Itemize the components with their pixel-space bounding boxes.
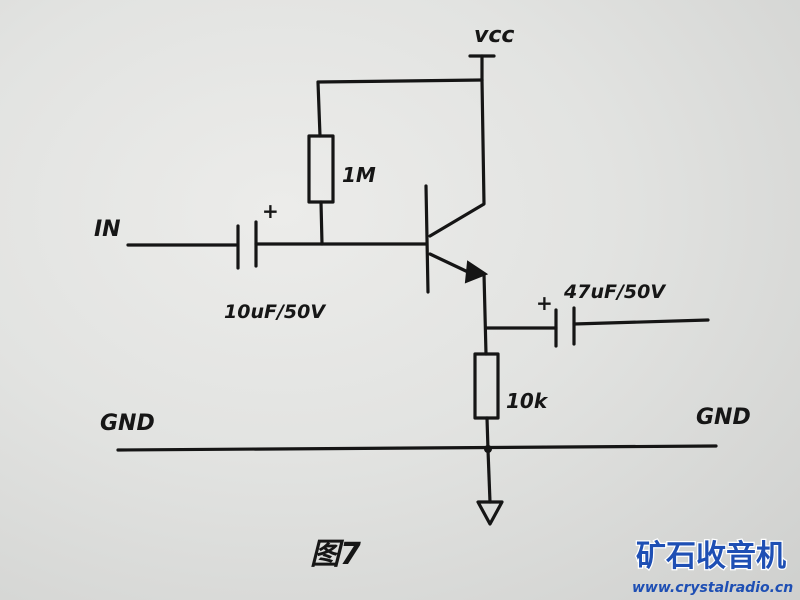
vcc-rail-wire bbox=[316, 78, 484, 138]
gnd-label-left: GND bbox=[100, 411, 155, 436]
site-watermark: 矿石收音机 www.crystalradio.cn bbox=[632, 538, 793, 596]
bias-resistor-label: 1M bbox=[342, 163, 376, 187]
figure-caption: 图7 bbox=[310, 537, 361, 572]
output-wire bbox=[572, 318, 710, 326]
emitter-wire bbox=[482, 272, 488, 356]
vcc-label: vcc bbox=[474, 23, 514, 48]
output-capacitor-label: 47uF/50V bbox=[563, 281, 666, 303]
watermark-url: www.crystalradio.cn bbox=[632, 580, 793, 596]
emitter-resistor-label: 10k bbox=[506, 389, 549, 413]
ground-symbol-icon bbox=[476, 500, 504, 526]
npn-transistor bbox=[424, 184, 489, 294]
input-capacitor-label: 10uF/50V bbox=[224, 301, 326, 323]
input-capacitor-10uf bbox=[236, 220, 258, 270]
ground-rail bbox=[116, 444, 718, 452]
vcc-terminal bbox=[468, 54, 496, 82]
input-cap-plus-sign: + bbox=[262, 199, 279, 223]
input-label: IN bbox=[94, 217, 121, 242]
collector-wire bbox=[428, 78, 486, 238]
ground-symbol-stem bbox=[486, 448, 492, 504]
gnd-label-right: GND bbox=[696, 405, 751, 430]
watermark-title: 矿石收音机 bbox=[636, 539, 786, 574]
emitter-resistor-lead bbox=[485, 416, 490, 452]
bias-resistor-lead bbox=[319, 200, 324, 246]
output-capacitor-47uf bbox=[554, 306, 576, 348]
emitter-resistor-10k bbox=[473, 352, 500, 420]
bias-resistor-1m bbox=[307, 134, 335, 204]
output-cap-plus-sign: + bbox=[536, 291, 553, 315]
